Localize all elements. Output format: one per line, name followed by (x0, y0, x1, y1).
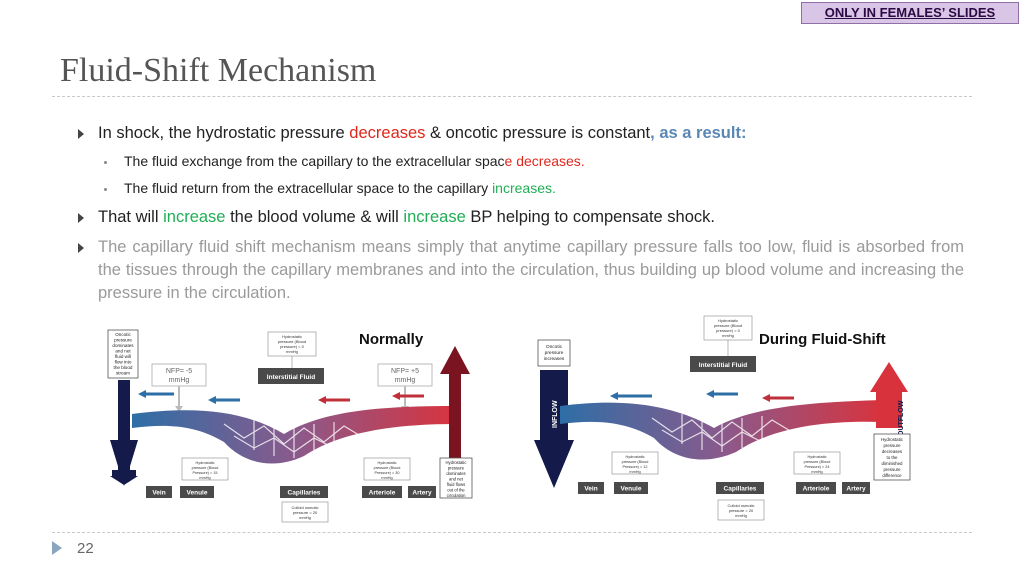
vein-label (578, 482, 604, 494)
bullet-1-decreases: decreases (349, 124, 426, 142)
oncotic-increases-box (537, 339, 571, 367)
bullet-1-text: In shock, the hydrostatic pressure (98, 124, 350, 142)
up-arrow-icon (870, 362, 908, 392)
bullet-2-text-3: BP helping to compensate shock. (465, 208, 715, 226)
hydrostatic-decreases-box (873, 433, 911, 481)
inflow-label: INFLOW (552, 400, 559, 428)
hydrostatic-venous-box (611, 451, 659, 475)
svg-text:Arteriole: Arteriole (803, 486, 830, 493)
outflow-arrow-shaft (876, 388, 902, 428)
svg-text:Vein: Vein (152, 490, 165, 497)
svg-text:Interstitial Fluid: Interstitial Fluid (267, 374, 315, 381)
sub-bullet-2: The fluid return from the extracellular … (124, 180, 556, 196)
sub-bullet-1-text: The fluid exchange from the capillary to… (124, 153, 505, 169)
hydrostatic-venous-box (181, 457, 229, 481)
interstitial-fluid-label (690, 356, 756, 372)
oncotic-box (107, 329, 139, 379)
inflow-arrow-shaft (540, 370, 568, 440)
slide-title: Fluid-Shift Mechanism (60, 52, 377, 89)
footer-triangle-icon (52, 541, 62, 555)
outflow-label: OUTFLOW (898, 400, 905, 436)
colloid-osmotic-box (717, 499, 765, 521)
svg-text:Arteriole: Arteriole (369, 490, 396, 497)
bullet-2-text-2: the blood volume & will (225, 208, 404, 226)
bullet-arrow-icon (78, 213, 84, 223)
fluid-flow-arrows (138, 390, 424, 404)
venule-label (180, 486, 214, 498)
sub-bullet-dot-icon (104, 161, 107, 164)
arteriole-label (796, 482, 836, 494)
bullet-2-increase-1: increase (163, 208, 226, 226)
up-arrow-icon (440, 346, 470, 374)
bullet-2: That will increase the blood volume & wi… (98, 208, 715, 227)
svg-text:Venule: Venule (187, 490, 208, 497)
down-arrow-icon (534, 440, 574, 488)
bullet-1-as-a-result: as a result: (654, 124, 747, 142)
bullet-2-text: That will (98, 208, 164, 226)
svg-text:Capillaries: Capillaries (288, 490, 321, 497)
svg-text:Artery: Artery (846, 486, 866, 493)
svg-text:Venule: Venule (621, 486, 642, 493)
bullet-arrow-icon (78, 243, 84, 253)
sub-bullet-1-e: e (504, 153, 513, 169)
hydrostatic-top-box (703, 315, 753, 341)
capillaries-label (280, 486, 328, 498)
sub-bullet-1: The fluid exchange from the capillary to… (124, 153, 585, 169)
hydrostatic-top-box (267, 331, 317, 357)
artery-label (842, 482, 870, 494)
interstitial-fluid-label (258, 368, 324, 384)
footer-divider (52, 532, 972, 533)
sub-bullet-1-decreases: decreases. (512, 153, 585, 169)
fluid-flow-arrows (610, 390, 794, 402)
restriction-badge: ONLY IN FEMALES’ SLIDES (801, 2, 1019, 24)
capillaries-label (716, 482, 764, 494)
title-divider (52, 96, 972, 97)
hydrostatic-arterial-box (363, 457, 411, 481)
sub-bullet-dot-icon (104, 188, 107, 191)
bullet-1: In shock, the hydrostatic pressure decre… (98, 124, 746, 143)
artery-label (408, 486, 436, 498)
sub-bullet-2-increases: increases. (492, 180, 556, 196)
colloid-osmotic-box (281, 501, 329, 523)
bullet-1-comma: , (650, 124, 655, 142)
hydrostatic-dominates-box (439, 457, 473, 499)
arteriole-label (362, 486, 402, 498)
bullet-1-text-2: & oncotic pressure is constant (425, 124, 651, 142)
page-number: 22 (77, 540, 94, 557)
hydrostatic-arterial-box (793, 451, 841, 475)
bullet-arrow-icon (78, 129, 84, 139)
svg-text:Capillaries: Capillaries (724, 486, 757, 493)
bullet-3-paragraph: The capillary fluid shift mechanism mean… (98, 238, 964, 302)
svg-text:Interstitial Fluid: Interstitial Fluid (699, 362, 747, 369)
svg-text:Vein: Vein (584, 486, 597, 493)
normally-heading: Normally (359, 331, 424, 348)
outflow-arrow-shaft (449, 370, 461, 460)
svg-text:Artery: Artery (412, 490, 432, 497)
sub-bullet-2-text: The fluid return from the extracellular … (124, 180, 493, 196)
vein-label (146, 486, 172, 498)
fluid-shift-heading: During Fluid-Shift (759, 331, 886, 348)
venule-label (614, 482, 648, 494)
inflow-arrowhead (110, 440, 138, 486)
bullet-2-increase-2: increase (403, 208, 466, 226)
